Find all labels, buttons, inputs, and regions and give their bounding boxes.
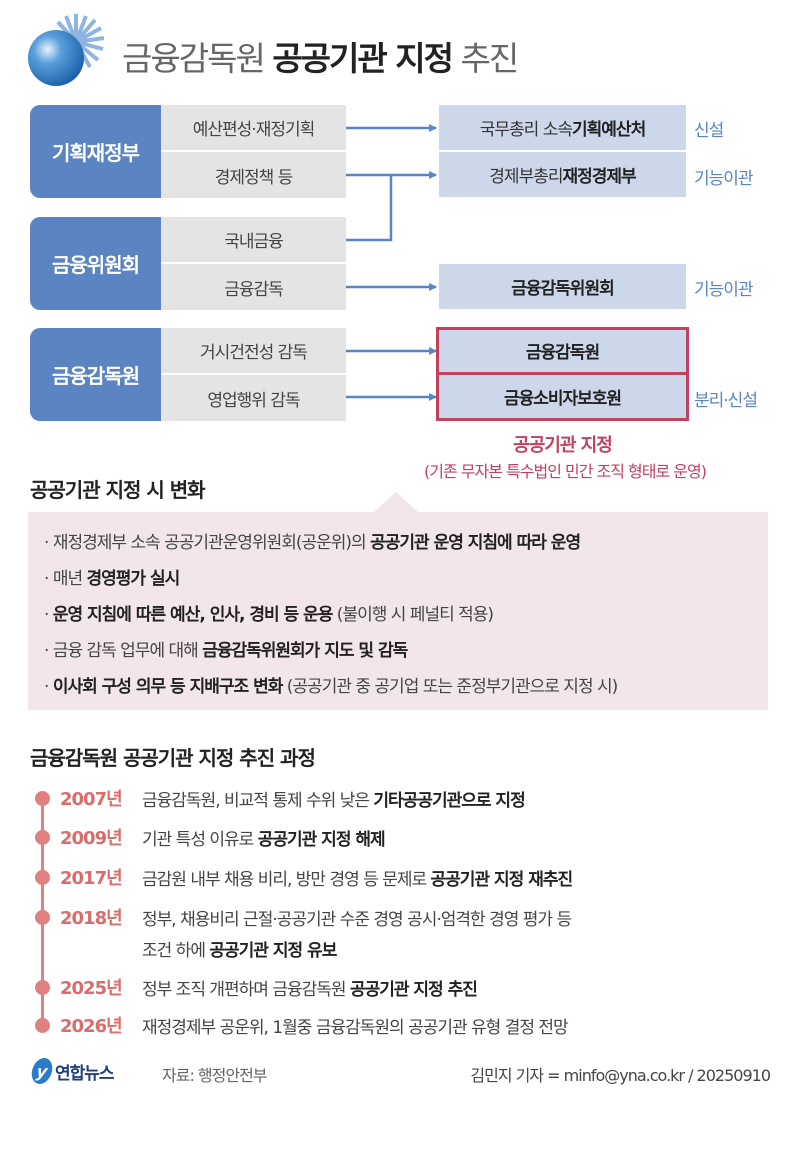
yonhap-name: 연합뉴스 <box>55 1063 115 1084</box>
destination-box: 금융소비자보호원 <box>439 374 686 419</box>
yonhap-mark-icon: y <box>29 1058 55 1084</box>
source-text: 자료: 행정안전부 <box>162 1066 268 1085</box>
change-item: · 이사회 구성 의무 등 지배구조 변화 (공공기관 중 공기업 또는 준정부… <box>44 677 618 697</box>
change-note: 분리·신설 <box>694 391 758 411</box>
timeline-year: 2018년 <box>60 908 123 929</box>
timeline-year: 2009년 <box>60 828 123 849</box>
dest-name: 재정경제부 <box>562 167 637 187</box>
timeline-text: 기관 특성 이유로 공공기관 지정 해제 <box>142 830 386 850</box>
public-institution-note: (기존 무자본 특수법인 민간 조직 형태로 운영) <box>424 462 707 481</box>
dest-prefix: 국무총리 소속 <box>479 120 573 140</box>
page-title: 금융감독원 공공기관 지정 추진 <box>122 32 519 80</box>
dest-name: 기획예산처 <box>572 120 646 140</box>
timeline-text: 재정경제부 공운위, 1월중 금융감독원의 공공기관 유형 결정 전망 <box>142 1018 569 1038</box>
destination-box: 경제부총리 재정경제부 <box>439 152 686 197</box>
function-cell: 경제정책 등 <box>161 152 346 198</box>
connector-arrows-icon <box>346 124 437 401</box>
timeline-text: 정부, 채용비리 근절·공공기관 수준 경영 공시·엄격한 경영 평가 등 <box>142 910 572 930</box>
org-box-fss: 금융감독원 <box>30 328 161 421</box>
dest-name: 금융감독원 <box>525 343 600 363</box>
timeline-dot <box>35 830 50 845</box>
timeline-year: 2026년 <box>60 1016 123 1037</box>
timeline-dot <box>35 910 50 925</box>
dest-name: 금융감독위원회 <box>511 279 614 299</box>
function-cell: 영업행위 감독 <box>161 375 346 421</box>
destination-box: 국무총리 소속 기획예산처 <box>439 105 686 150</box>
fss-logo-icon <box>28 14 105 86</box>
timeline-title: 금융감독원 공공기관 지정 추진 과정 <box>30 746 316 770</box>
changes-panel <box>28 512 768 710</box>
org-box-fsc: 금융위원회 <box>30 217 161 310</box>
dest-name: 금융소비자보호원 <box>503 389 622 409</box>
org-box-mosf: 기획재정부 <box>30 105 161 198</box>
title-subject: 금융감독원 <box>122 39 266 78</box>
callout-notch <box>374 492 418 512</box>
timeline-text: 정부 조직 개편하며 금융감독원 공공기관 지정 추진 <box>142 980 478 1000</box>
destination-box: 금융감독원 <box>439 328 686 373</box>
timeline-year: 2007년 <box>60 789 123 810</box>
timeline-dot <box>35 870 50 885</box>
function-cell: 예산편성·재정기획 <box>161 105 346 150</box>
change-item: · 운영 지침에 따른 예산, 인사, 경비 등 운용 (불이행 시 페널티 적… <box>44 605 494 625</box>
dest-prefix: 경제부총리 <box>489 167 563 187</box>
timeline-dot <box>35 791 50 806</box>
change-item: · 재정경제부 소속 공공기관운영위원회(공운위)의 공공기관 운영 지침에 따… <box>44 533 581 553</box>
function-cell: 국내금융 <box>161 217 346 262</box>
timeline-text: 금융감독원, 비교적 통제 수위 낮은 기타공공기관으로 지정 <box>142 791 526 811</box>
change-note: 기능이관 <box>694 169 754 189</box>
destination-box: 금융감독위원회 <box>439 264 686 309</box>
title-emphasis: 공공기관 지정 <box>272 39 454 78</box>
function-cell: 거시건전성 감독 <box>161 328 346 373</box>
change-item: · 금융 감독 업무에 대해 금융감독위원회가 지도 및 감독 <box>44 641 408 661</box>
change-item: · 매년 경영평가 실시 <box>44 569 180 589</box>
timeline-dot <box>35 1018 50 1033</box>
change-note: 기능이관 <box>694 280 754 300</box>
timeline-text-line2: 조건 하에 공공기관 지정 유보 <box>142 941 337 961</box>
change-note: 신설 <box>694 121 724 141</box>
frame-divider <box>436 372 689 375</box>
timeline-year: 2025년 <box>60 978 123 999</box>
credit-text: 김민지 기자 = minfo@yna.co.kr / 20250910 <box>470 1066 771 1085</box>
function-cell: 금융감독 <box>161 264 346 310</box>
timeline-text: 금감원 내부 채용 비리, 방만 경영 등 문제로 공공기관 지정 재추진 <box>142 870 573 890</box>
title-suffix: 추진 <box>460 39 519 78</box>
changes-title: 공공기관 지정 시 변화 <box>30 478 205 502</box>
yonhap-logo: y 연합뉴스 <box>29 1058 115 1084</box>
timeline-year: 2017년 <box>60 868 123 889</box>
public-institution-label: 공공기관 지정 <box>513 435 613 456</box>
timeline-dot <box>35 980 50 995</box>
